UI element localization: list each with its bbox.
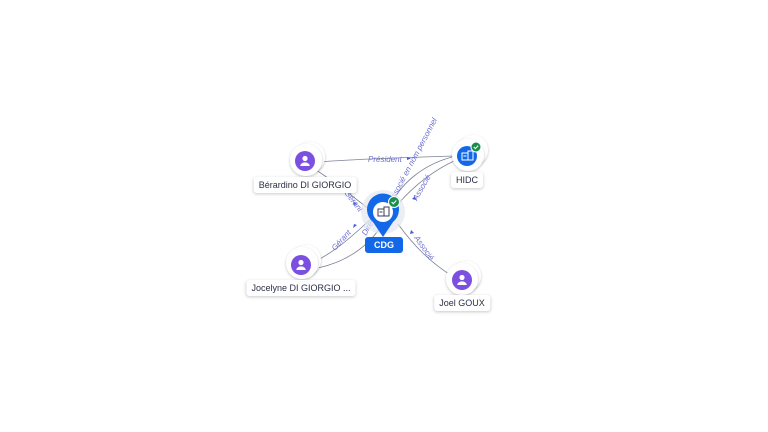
verified-badge-icon [388, 196, 400, 208]
node-label-hidc[interactable]: HIDC [451, 172, 483, 188]
arrow-head [353, 201, 357, 205]
arrowheads [353, 157, 416, 234]
company-icon [461, 150, 474, 161]
center-label[interactable]: CDG [365, 237, 403, 253]
node-joel[interactable] [446, 261, 481, 295]
arrow-head [410, 230, 414, 234]
arrow-head [353, 224, 357, 228]
edge-associe-joel[interactable] [397, 223, 453, 277]
edge-directeur-jocelyne[interactable] [317, 227, 381, 269]
edge-label: Gérant [330, 228, 354, 253]
person-icon [300, 155, 310, 166]
edge-label: Associé [412, 233, 436, 262]
node-hidc[interactable] [452, 135, 488, 171]
person-icon [457, 274, 467, 285]
person-icon [296, 259, 306, 270]
node-berardino[interactable] [290, 142, 325, 176]
node-label-berardino[interactable]: Bérardino DI GIORGIO [253, 177, 357, 193]
node-label-joel[interactable]: Joel GOUX [434, 295, 490, 311]
edge-president[interactable] [317, 155, 457, 163]
company-icon [377, 206, 390, 217]
edge-label: Président [368, 155, 403, 164]
verified-badge-icon [470, 141, 482, 153]
node-label-jocelyne[interactable]: Jocelyne DI GIORGIO ... [246, 280, 356, 296]
arrow-head [412, 196, 416, 200]
node-jocelyne[interactable] [286, 245, 321, 279]
edge-associe-hidc[interactable] [397, 159, 457, 205]
node-center[interactable] [361, 190, 405, 237]
arrow-head [407, 157, 411, 160]
